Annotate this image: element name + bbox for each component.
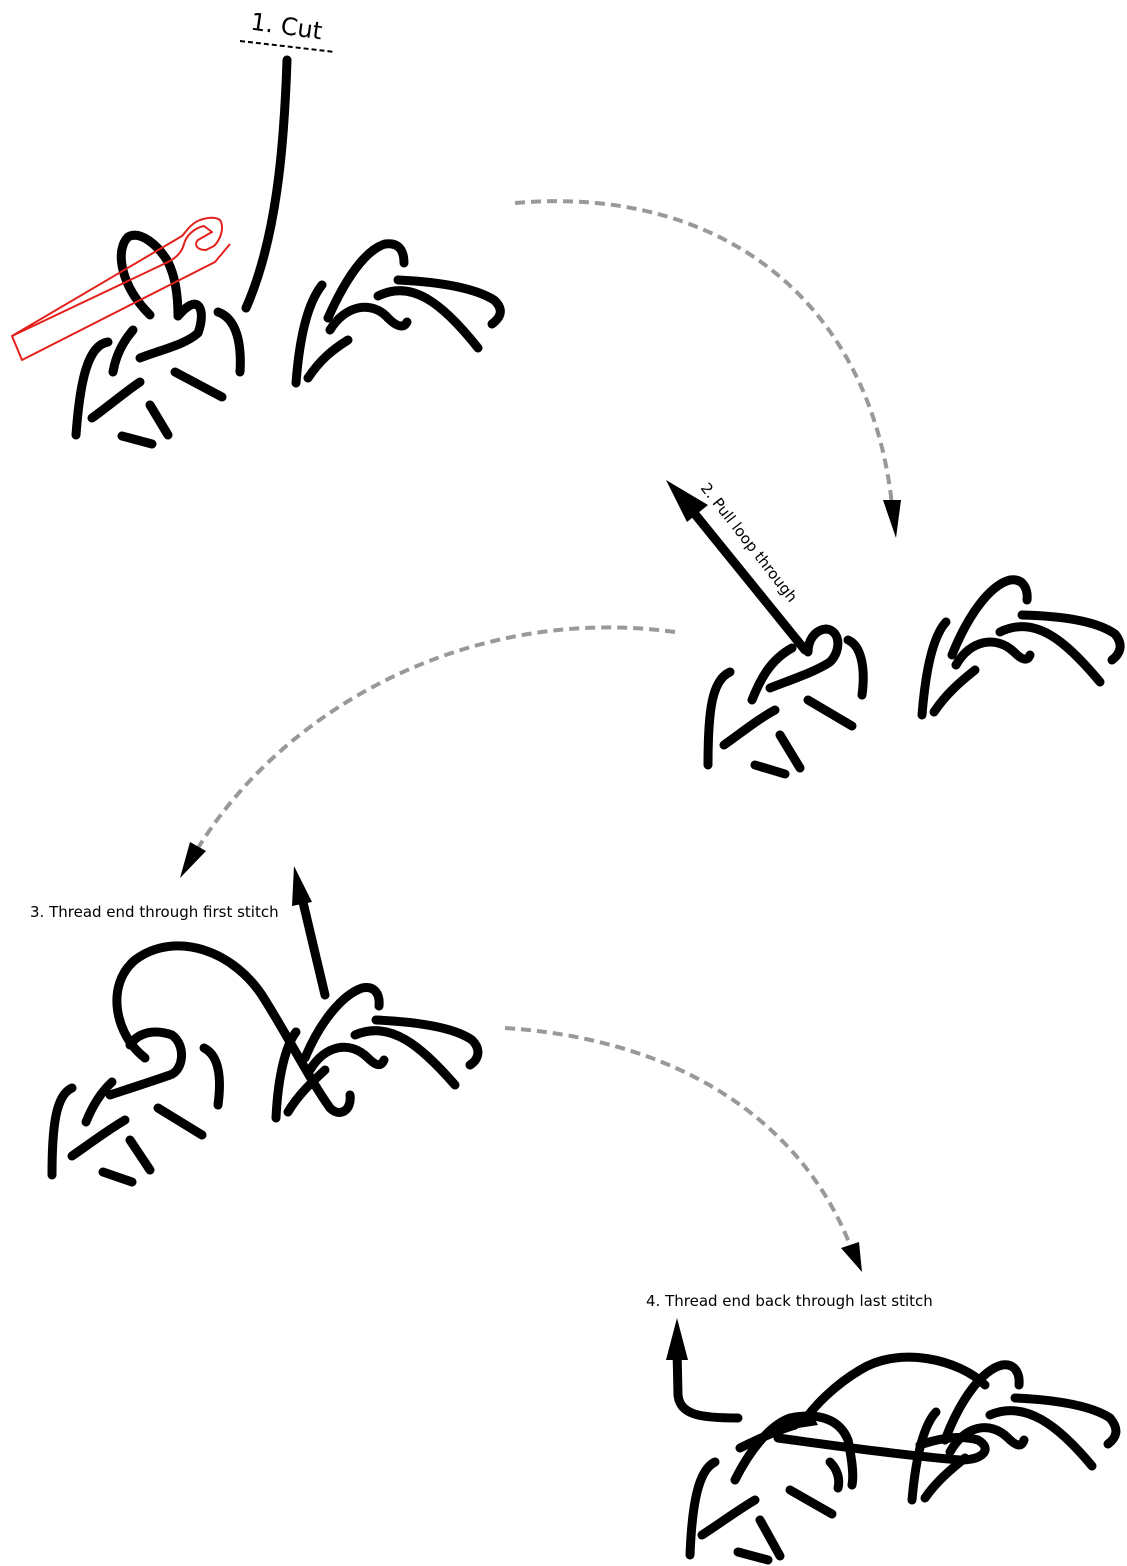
stitch-strand	[735, 1420, 800, 1453]
stitch-strand	[199, 1043, 224, 1110]
stitch-strand	[125, 1135, 155, 1175]
flow-arrow-3-to-4	[504, 1026, 862, 1272]
stitch-loop	[323, 239, 409, 323]
thread-arrow-shaft	[297, 893, 330, 1000]
thread-arrow-head	[292, 866, 312, 906]
stitch-strand	[393, 275, 505, 329]
stitch-strand	[719, 705, 780, 750]
step4-label: 4. Thread end back through last stitch	[646, 1292, 933, 1310]
stitch-strand	[117, 431, 157, 449]
stitch-strand	[108, 325, 138, 377]
stitch-strand	[750, 760, 790, 779]
step3-label: 3. Thread end through first stitch	[30, 903, 279, 921]
step1-illustration: 1. Cut	[11, 8, 505, 449]
stitch-strand	[350, 1026, 460, 1090]
stitch-strand	[1010, 1393, 1121, 1449]
stitch-strand	[755, 1515, 785, 1561]
stitch-strand	[703, 667, 735, 770]
stitch-strand	[775, 730, 805, 773]
stitch-strand	[917, 617, 951, 720]
stitch-strand	[920, 1453, 970, 1503]
stitch-loop	[765, 624, 843, 693]
stitch-loop	[951, 637, 1035, 670]
step3-illustration: 3. Thread end through first stitch	[30, 866, 483, 1187]
flow-arrow-2-to-3	[180, 625, 676, 878]
stitch-strand	[213, 307, 245, 377]
stitch-strand	[803, 695, 857, 731]
stitch-strand	[283, 1065, 330, 1117]
stitch-loop	[300, 983, 384, 1063]
step4-illustration: 4. Thread end back through last stitch	[646, 1292, 1121, 1565]
stitch-strand	[47, 1083, 77, 1180]
stitch-strand	[747, 643, 797, 705]
stitch-strand	[271, 1027, 301, 1123]
stitch-strand	[145, 400, 173, 440]
stitch-strand	[373, 286, 483, 353]
stitch-strand	[87, 377, 145, 423]
pull-arrow-shaft	[685, 503, 810, 655]
stitch-strand	[71, 337, 113, 440]
stitch-strand	[371, 1015, 483, 1070]
thread-end-arc	[800, 1352, 990, 1425]
stitch-strand	[907, 1407, 941, 1505]
pull-arrow-head	[666, 480, 708, 522]
stitch-strand	[291, 280, 327, 388]
stitch-strand	[733, 1547, 773, 1565]
thread-tail	[672, 1345, 743, 1423]
stitch-strand	[81, 1077, 117, 1127]
stitch-strand	[98, 1167, 137, 1187]
tail-arrow-head	[666, 1318, 688, 1360]
stitch-strand	[685, 1457, 720, 1560]
crochet-hook-icon	[11, 216, 231, 361]
stitch-loop	[105, 1027, 186, 1100]
stitch-strand	[843, 635, 868, 700]
thread-end-arc	[112, 941, 355, 1117]
step1-label: 1. Cut	[249, 8, 324, 46]
stitch-strand	[825, 1457, 844, 1493]
stitch-strand	[697, 1495, 760, 1540]
stitch-strand	[785, 1485, 837, 1519]
yarn-tail	[241, 55, 292, 313]
stitch-strand	[929, 665, 980, 717]
cut-line	[239, 40, 336, 53]
stitch-loop	[947, 575, 1032, 660]
stitch-strand	[67, 1115, 130, 1161]
stitch-loop	[135, 299, 206, 363]
flow-arrow-1-to-2	[514, 199, 901, 538]
stitch-loop	[945, 1423, 1029, 1457]
stitch-strand	[153, 1103, 207, 1140]
stitch-strand	[985, 1406, 1097, 1471]
stitch-strand	[170, 367, 227, 402]
stitch-loop	[940, 1360, 1024, 1445]
stitch-loop	[325, 302, 412, 335]
stitch-loop	[116, 230, 183, 321]
stitch-strand	[303, 335, 353, 383]
stitch-strand	[995, 622, 1105, 687]
stitch-strand	[1017, 610, 1125, 665]
stitch-loop	[305, 1042, 389, 1075]
